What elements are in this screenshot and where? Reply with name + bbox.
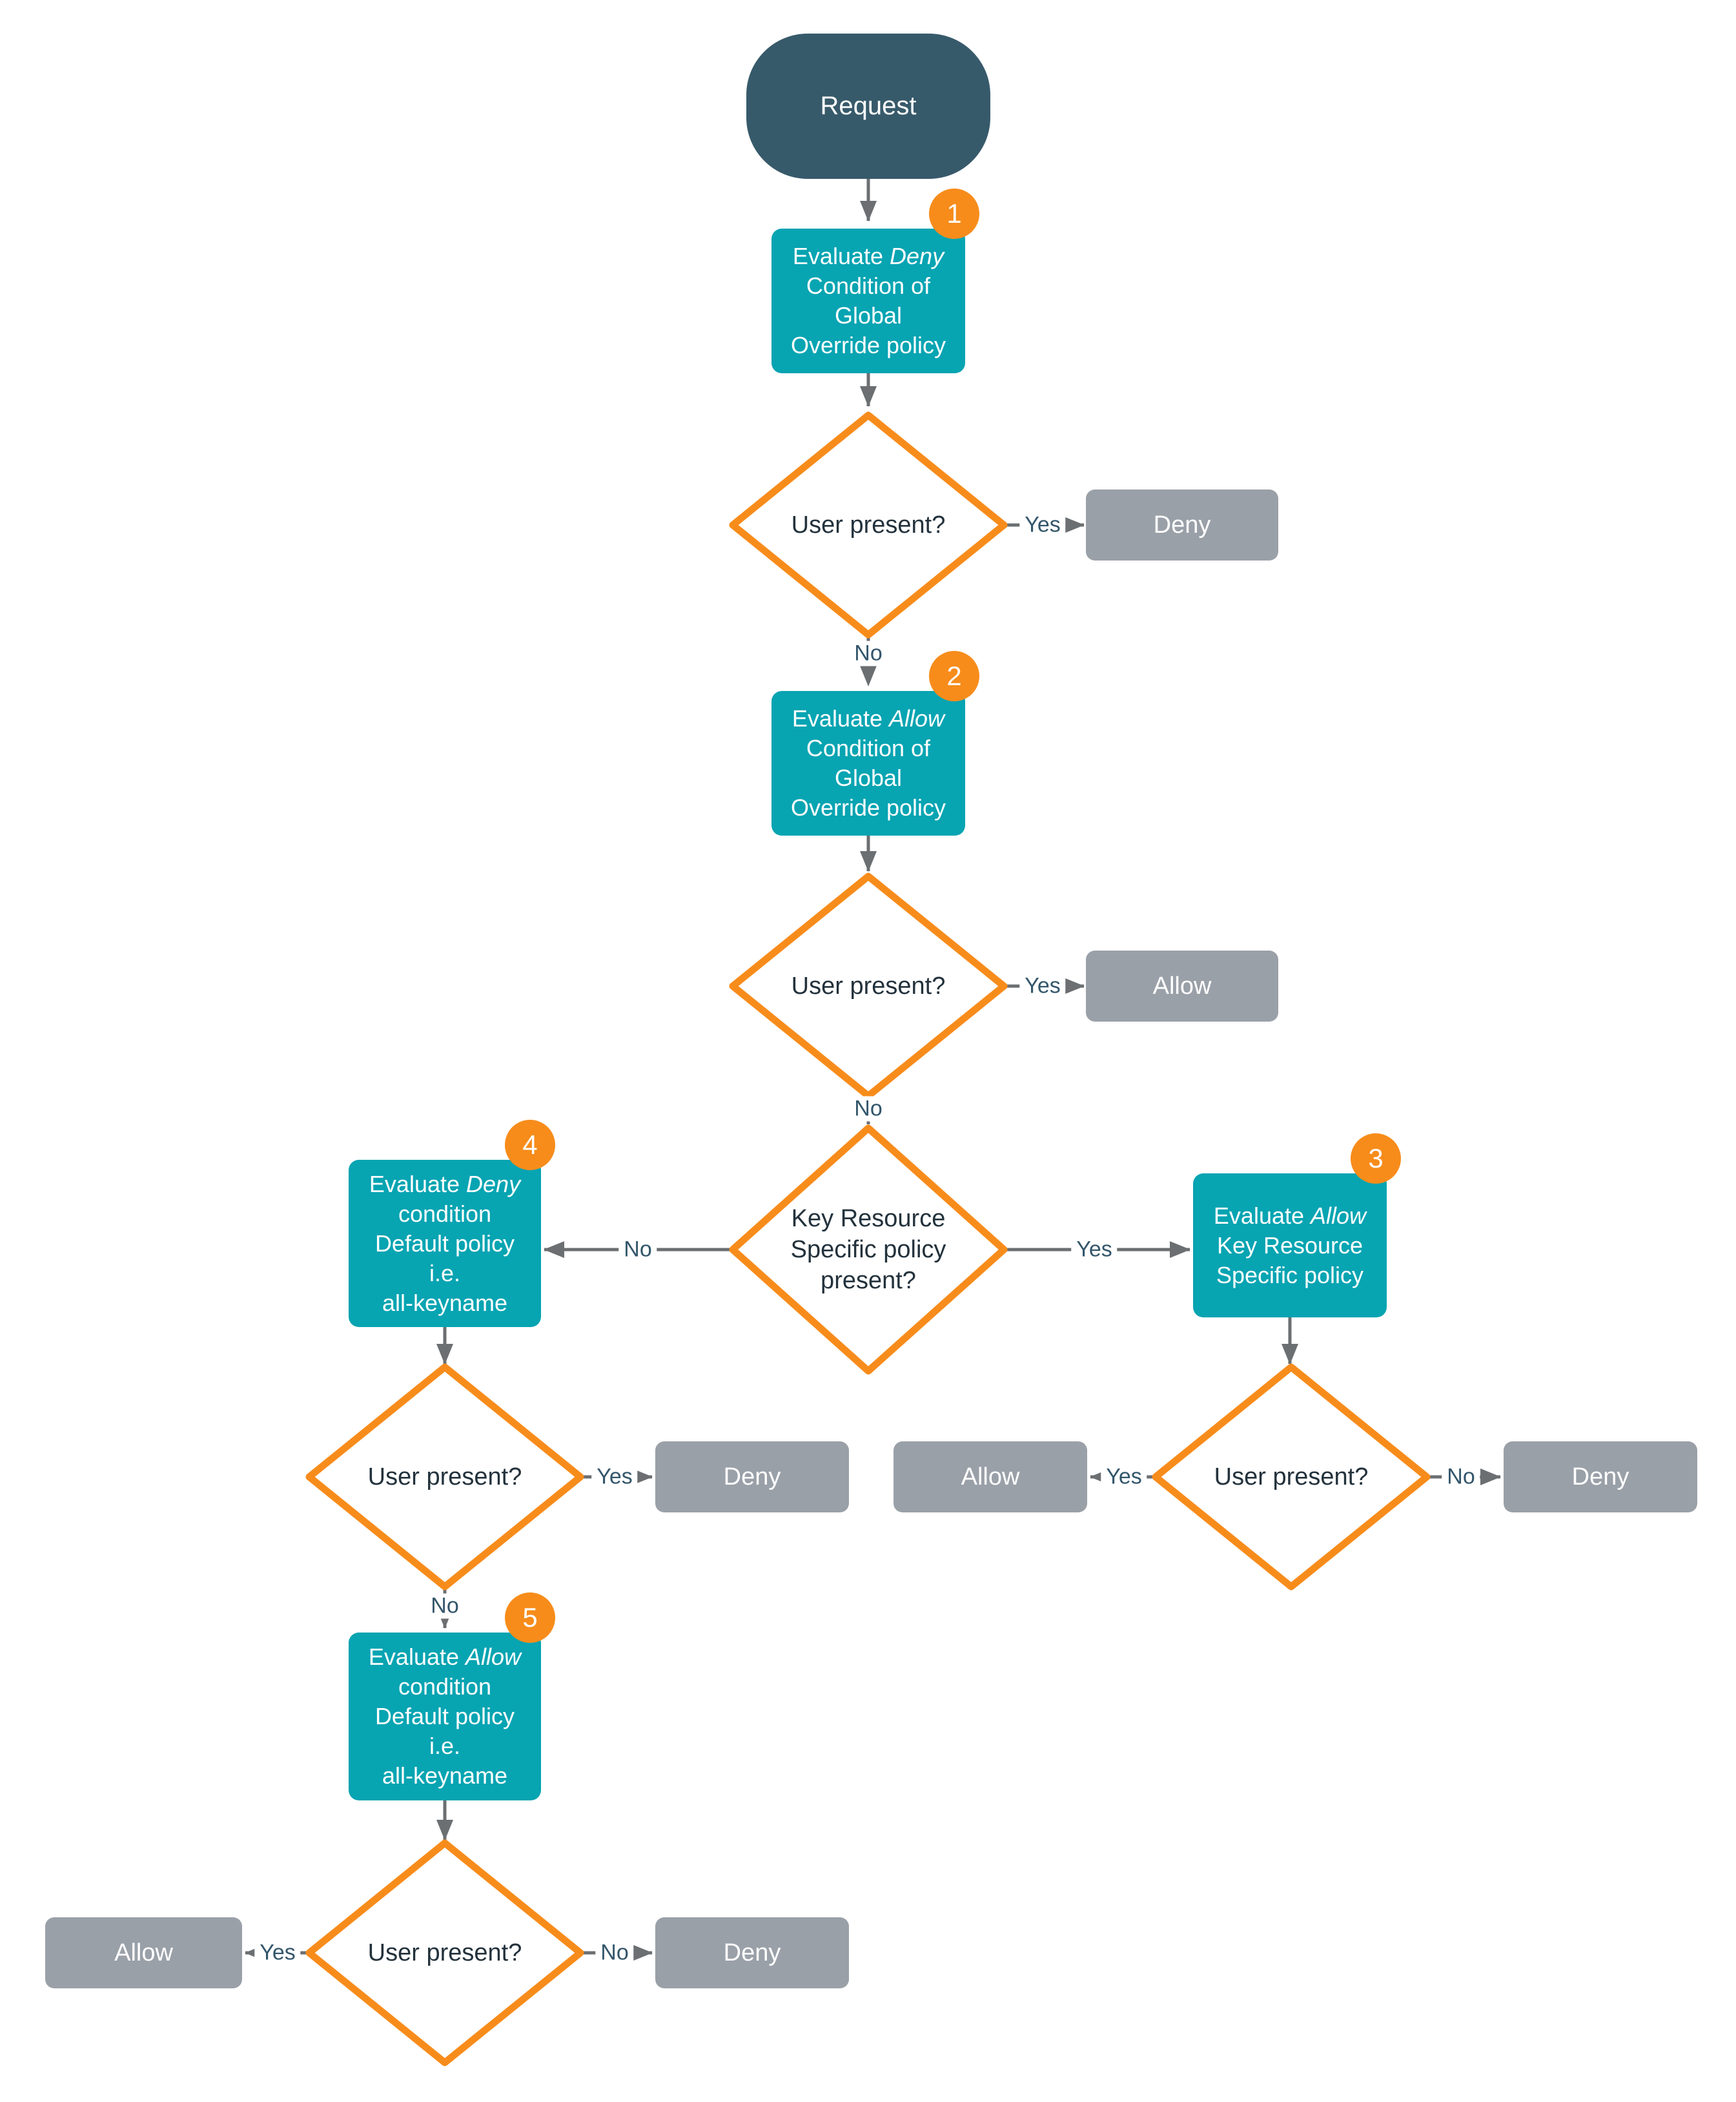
outcome-label: Allow [1152,972,1212,1000]
outcome-label: Deny [723,1463,781,1490]
label-rest: condition Default policy i.e. all-keynam… [374,1673,515,1789]
outcome-deny-3: Deny [1504,1441,1697,1512]
label-keyword: Deny [466,1170,521,1197]
step-badge-2: 2 [929,651,979,701]
process-label: Evaluate Allow Key Resource Specific pol… [1214,1201,1366,1290]
decision6-diamond [305,1839,584,2066]
process-box-evaluate-deny-default: 4 Evaluate Deny condition Default policy… [349,1120,555,1327]
edge-label-no-3: No [618,1237,657,1262]
process-label: Evaluate Allow Condition of Global Overr… [791,704,946,823]
label-keyword: Allow [1311,1202,1367,1229]
decision5-label: User present? [1214,1463,1369,1490]
process-label: Evaluate Allow condition Default policy … [369,1642,521,1791]
outcome-label: Deny [1571,1463,1629,1490]
label-prefix: Evaluate [792,243,890,269]
label-prefix: Evaluate [369,1170,467,1197]
edge-label-yes-1: Yes [1019,512,1066,538]
decision5-diamond [1152,1363,1431,1591]
decision3-diamond [729,1124,1008,1375]
step-badge-1: 1 [929,189,979,239]
process-box-evaluate-allow-global: 2 Evaluate Allow Condition of Global Ove… [771,651,979,836]
process-label: Evaluate Deny condition Default policy i… [369,1169,520,1318]
label-rest: Condition of Global Override policy [790,735,946,821]
label-prefix: Evaluate [368,1643,466,1670]
process-box-evaluate-allow-default: 5 Evaluate Allow condition Default polic… [349,1592,555,1800]
start-node-request: Request [746,34,990,179]
label-keyword: Allow [465,1643,522,1670]
edge-label-no-4: No [425,1593,464,1619]
label-keyword: Deny [890,243,945,269]
label-keyword: Allow [889,705,945,732]
edge-label-no-1: No [849,641,888,666]
outcome-label: Allow [961,1463,1020,1490]
process-label: Evaluate Deny Condition of Global Overri… [791,242,946,360]
step-badge-3: 3 [1351,1133,1401,1184]
outcome-deny-1: Deny [1086,489,1278,561]
decision1-label: User present? [791,511,946,539]
step-badge-5: 5 [505,1592,555,1643]
step-badge-4: 4 [505,1120,555,1170]
decision2-diamond [729,872,1008,1100]
edge-label-yes-5: Yes [1101,1464,1147,1490]
outcome-allow-3: Allow [45,1917,242,1988]
decision1-diamond [729,411,1008,639]
outcome-label: Deny [1153,511,1211,539]
label-prefix: Evaluate [791,705,890,732]
start-label: Request [820,92,917,120]
edge-label-no-6: No [595,1940,634,1966]
process-box-evaluate-allow-key-resource: 3 Evaluate Allow Key Resource Specific p… [1193,1133,1401,1317]
label-rest: Key Resource Specific policy [1216,1231,1364,1288]
edge-label-yes-2: Yes [1019,973,1066,999]
label-rest: Condition of Global Override policy [790,273,946,358]
edge-label-yes-4: Yes [591,1464,638,1490]
edge-label-yes-6: Yes [254,1940,301,1966]
decision6-label: User present? [367,1939,522,1966]
decision4-diamond [305,1363,584,1591]
decision3-label: Key Resource Specific policy present? [790,1205,946,1294]
decision4-label: User present? [367,1463,522,1490]
outcome-deny-4: Deny [655,1917,849,1988]
outcome-allow-2: Allow [894,1441,1087,1512]
edge-label-yes-3: Yes [1071,1237,1118,1262]
label-prefix: Evaluate [1213,1202,1311,1229]
outcome-allow-1: Allow [1086,951,1278,1022]
outcome-deny-2: Deny [655,1441,849,1512]
edge-label-no-5: No [1442,1464,1480,1490]
label-rest: condition Default policy i.e. all-keynam… [374,1200,515,1316]
outcome-label: Deny [723,1939,781,1966]
outcome-label: Allow [114,1939,173,1966]
edge-label-no-2: No [849,1096,888,1122]
process-box-evaluate-deny-global: 1 Evaluate Deny Condition of Global Over… [771,189,979,373]
decision2-label: User present? [791,973,946,1000]
